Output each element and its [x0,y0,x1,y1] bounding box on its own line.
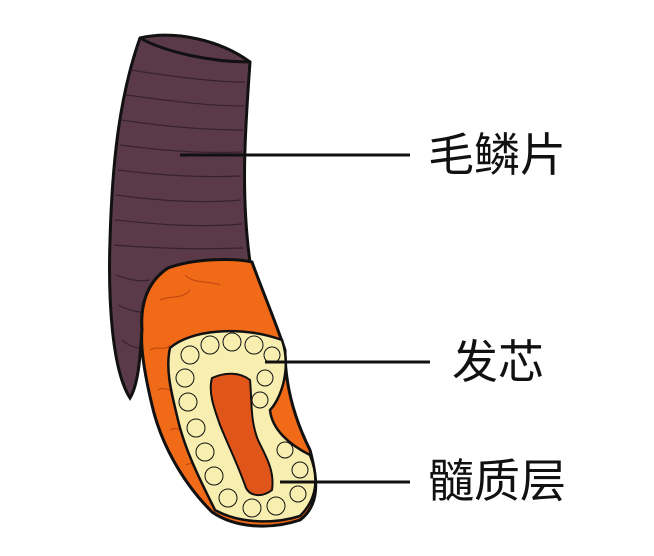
label-cuticle: 毛鳞片 [428,128,566,182]
label-cortex: 发芯 [452,335,544,389]
medulla-layer [209,372,274,496]
label-medulla: 髓质层 [428,454,566,508]
cuticle-layer [108,33,252,401]
